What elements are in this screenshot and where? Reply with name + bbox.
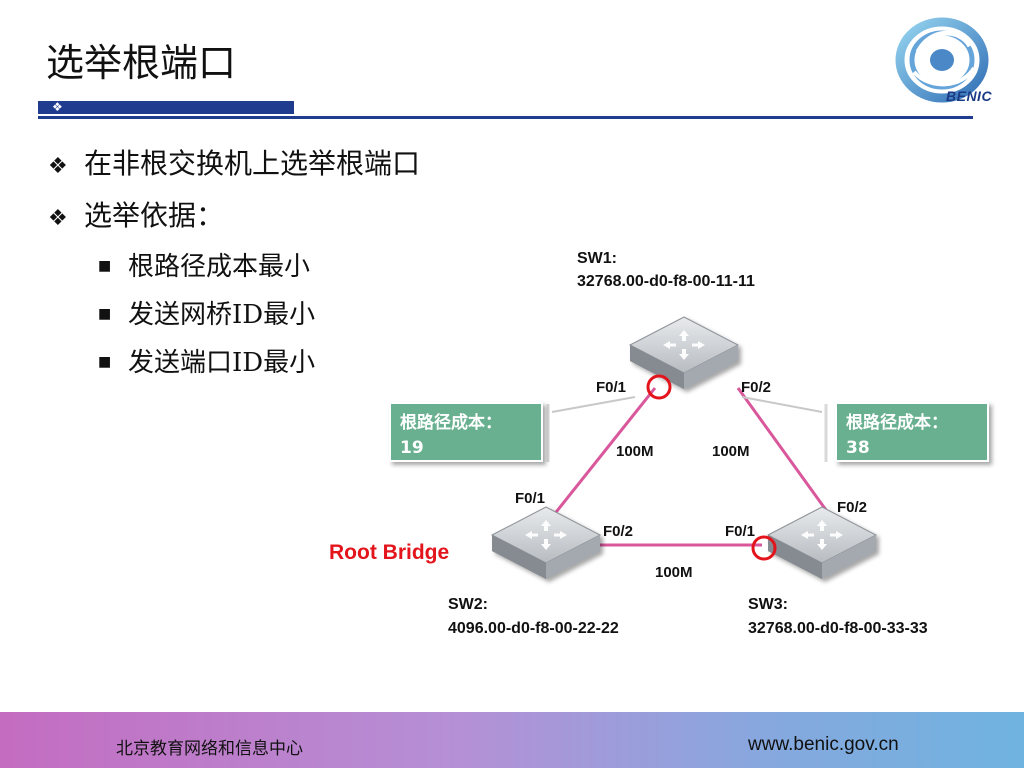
sw2-name: SW2: xyxy=(448,596,488,613)
sub-bullet-item: ■ 根路径成本最小 xyxy=(48,247,420,295)
bullet-text: 选举依据： xyxy=(84,199,225,232)
switch-sw1-icon xyxy=(629,316,739,390)
sub-bullet-text: 发送端口ID最小 xyxy=(128,348,316,378)
benic-logo-icon xyxy=(895,17,989,103)
callout-box-left xyxy=(389,402,543,462)
root-bridge-label: Root Bridge xyxy=(329,541,449,564)
root-port-marker xyxy=(751,535,777,561)
bullet-text: 在非根交换机上选举根端口 xyxy=(84,147,421,180)
port-label-sw1-f01: F0/1 xyxy=(596,379,626,396)
footer-organization: 北京教育网络和信息中心 xyxy=(116,739,303,759)
callout-left-value: 19 xyxy=(400,438,424,458)
sw1-name: SW1: xyxy=(577,250,617,267)
sub-bullet-item: ■ 发送端口ID最小 xyxy=(48,343,420,391)
callout-right-value: 38 xyxy=(846,438,870,458)
callout-connector-right xyxy=(741,396,823,413)
title-rule xyxy=(38,116,973,119)
bullet-list: ❖在非根交换机上选举根端口 ❖选举依据： ■根路径成本最小 ■发送网桥ID最小 … xyxy=(48,143,420,391)
slide-title: 选举根端口 xyxy=(46,41,237,85)
bullet-square-icon: ■ xyxy=(98,354,112,370)
callout-right-title: 根路径成本： xyxy=(846,412,948,433)
callout-box-right xyxy=(835,402,989,462)
link-sw1-sw3 xyxy=(736,387,828,511)
sub-bullet-item: ■ 发送网桥ID最小 xyxy=(48,295,420,343)
port-label-sw3-f02: F0/2 xyxy=(837,499,867,516)
link-speed-sw1-sw3: 100M xyxy=(712,443,750,460)
benic-logo: BENIC xyxy=(890,10,1000,110)
port-label-sw3-f01: F0/1 xyxy=(725,523,755,540)
switch-sw3-icon xyxy=(767,506,877,580)
logo-text: BENIC xyxy=(946,88,993,104)
bullet-diamond-icon: ❖ xyxy=(48,154,68,179)
switch-sw2-icon xyxy=(491,506,601,580)
sw3-name: SW3: xyxy=(748,596,788,613)
sw3-bridge-id: 32768.00-d0-f8-00-33-33 xyxy=(748,620,928,637)
sw1-bridge-id: 32768.00-d0-f8-00-11-11 xyxy=(577,273,755,290)
sw2-bridge-id: 4096.00-d0-f8-00-22-22 xyxy=(448,620,619,637)
bullet-item: ❖ 在非根交换机上选举根端口 xyxy=(48,143,420,195)
callout-left-title: 根路径成本： xyxy=(400,412,502,433)
link-speed-sw2-sw3: 100M xyxy=(655,564,693,581)
link-speed-sw1-sw2: 100M xyxy=(616,443,654,460)
footer-url: www.benic.gov.cn xyxy=(748,734,899,755)
bullet-diamond-icon: ❖ xyxy=(48,206,68,231)
root-port-marker xyxy=(646,374,672,400)
title-accent-glyph: ❖ xyxy=(52,100,63,114)
sub-bullet-text: 发送网桥ID最小 xyxy=(128,300,316,330)
bullet-item: ❖ 选举依据： xyxy=(48,195,420,247)
callout-connector-left xyxy=(551,396,636,413)
bullet-square-icon: ■ xyxy=(98,258,112,274)
port-label-sw2-f01: F0/1 xyxy=(515,490,545,507)
link-sw1-sw2 xyxy=(543,387,657,527)
sub-bullet-text: 根路径成本最小 xyxy=(128,252,311,282)
title-accent-block: ❖ xyxy=(38,100,294,114)
bullet-square-icon: ■ xyxy=(98,306,112,322)
footer-bar: 北京教育网络和信息中心 www.benic.gov.cn xyxy=(0,712,1024,768)
port-label-sw2-f02: F0/2 xyxy=(603,523,633,540)
port-label-sw1-f02: F0/2 xyxy=(741,379,771,396)
